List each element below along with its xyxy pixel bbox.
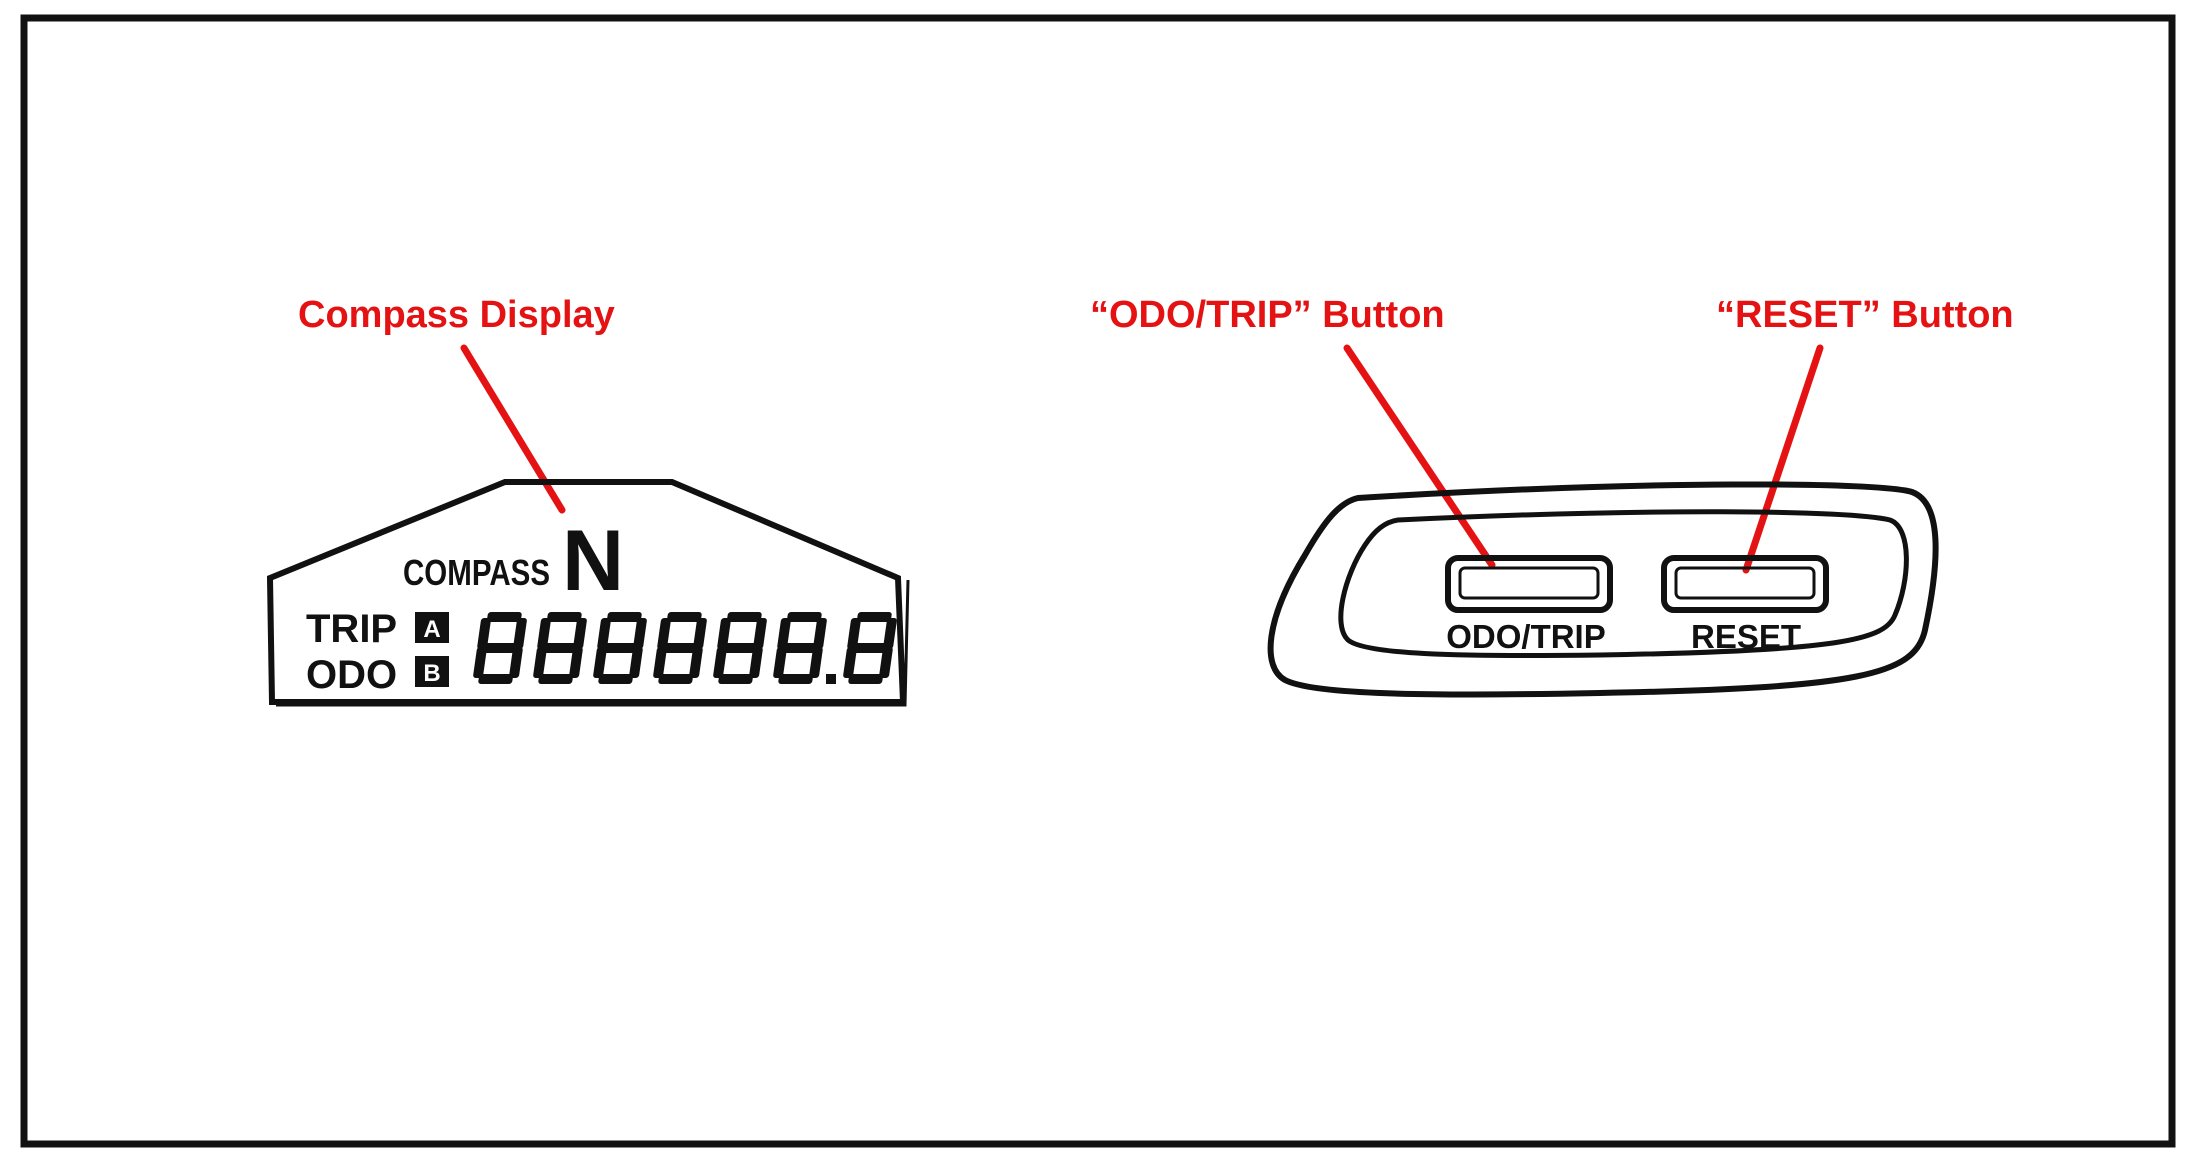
- trip-b-indicator: [415, 656, 449, 687]
- odo-trip-button-callout: “ODO/TRIP” Button: [1090, 294, 1445, 336]
- segment-a: [487, 612, 522, 622]
- segment-c: [629, 647, 643, 678]
- segment-b: [753, 618, 767, 649]
- decimal-point: [826, 674, 836, 684]
- switch-panel: ODO/TRIP RESET: [1267, 481, 1939, 698]
- segment-g: [852, 643, 888, 653]
- segment-c: [879, 647, 893, 678]
- segment-a: [667, 612, 702, 622]
- segment-f: [717, 618, 731, 649]
- trip-label: TRIP: [306, 607, 397, 651]
- display-housing: [266, 479, 907, 705]
- odometer-digit: [653, 612, 707, 684]
- segment-f: [847, 618, 861, 649]
- odometer-digit: [473, 612, 527, 684]
- segment-a: [787, 612, 822, 622]
- segment-e: [773, 647, 787, 678]
- segment-e: [713, 647, 727, 678]
- odometer-digit: [593, 612, 647, 684]
- odo-trip-button-outer[interactable]: [1445, 555, 1613, 613]
- trip-a-indicator: [415, 612, 449, 643]
- odometer-digit: [713, 612, 767, 684]
- segment-g: [602, 643, 638, 653]
- segment-d: [478, 674, 513, 684]
- display-housing-shadow: [276, 579, 910, 707]
- odo-trip-button-label: ODO/TRIP: [1446, 618, 1606, 655]
- odometer-digit: [843, 612, 897, 684]
- compass-display-pointer: [460, 344, 566, 514]
- segment-b: [513, 618, 527, 649]
- segment-a: [857, 612, 892, 622]
- segment-d: [658, 674, 693, 684]
- reset-button-outer[interactable]: [1661, 555, 1829, 613]
- segment-f: [777, 618, 791, 649]
- compass-heading-letter: N: [562, 513, 624, 609]
- segment-g: [542, 643, 578, 653]
- odo-trip-button-face[interactable]: [1458, 566, 1600, 600]
- diagram-frame: [20, 14, 2176, 1148]
- segment-c: [749, 647, 763, 678]
- segment-b: [633, 618, 647, 649]
- segment-g: [722, 643, 758, 653]
- segment-g: [482, 643, 518, 653]
- odometer-digit: [773, 612, 827, 684]
- segment-g: [782, 643, 818, 653]
- segment-c: [509, 647, 523, 678]
- segment-d: [848, 674, 883, 684]
- segment-e: [473, 647, 487, 678]
- reset-button-label: RESET: [1691, 618, 1801, 655]
- trip-a-letter: A: [423, 616, 440, 643]
- odometer-digit-row: [473, 612, 897, 684]
- compass-display-callout: Compass Display: [298, 294, 615, 336]
- reset-button-pointer: [1742, 344, 1824, 574]
- odo-trip-button-pointer: [1343, 344, 1496, 569]
- segment-c: [569, 647, 583, 678]
- segment-d: [598, 674, 633, 684]
- segment-e: [533, 647, 547, 678]
- switch-panel-housing: [1267, 481, 1939, 698]
- odometer-digit: [533, 612, 587, 684]
- segment-b: [573, 618, 587, 649]
- segment-b: [883, 618, 897, 649]
- compass-display: COMPASS N TRIP ODO A B: [266, 479, 910, 707]
- odo-trip-button[interactable]: [1445, 555, 1613, 613]
- segment-e: [593, 647, 607, 678]
- switch-panel-inner-bezel: [1338, 509, 1909, 659]
- segment-d: [718, 674, 753, 684]
- segment-b: [813, 618, 827, 649]
- reset-button[interactable]: [1661, 555, 1829, 613]
- reset-button-face[interactable]: [1674, 566, 1816, 600]
- segment-g: [662, 643, 698, 653]
- segment-f: [477, 618, 491, 649]
- reset-button-callout: “RESET” Button: [1716, 294, 2014, 336]
- segment-a: [727, 612, 762, 622]
- trip-b-letter: B: [423, 660, 440, 687]
- segment-a: [607, 612, 642, 622]
- segment-f: [537, 618, 551, 649]
- segment-d: [778, 674, 813, 684]
- segment-d: [538, 674, 573, 684]
- segment-a: [547, 612, 582, 622]
- segment-c: [689, 647, 703, 678]
- segment-e: [653, 647, 667, 678]
- segment-f: [597, 618, 611, 649]
- odo-label: ODO: [306, 653, 397, 697]
- segment-b: [693, 618, 707, 649]
- segment-e: [843, 647, 857, 678]
- compass-label: COMPASS: [403, 552, 550, 592]
- segment-c: [809, 647, 823, 678]
- segment-f: [657, 618, 671, 649]
